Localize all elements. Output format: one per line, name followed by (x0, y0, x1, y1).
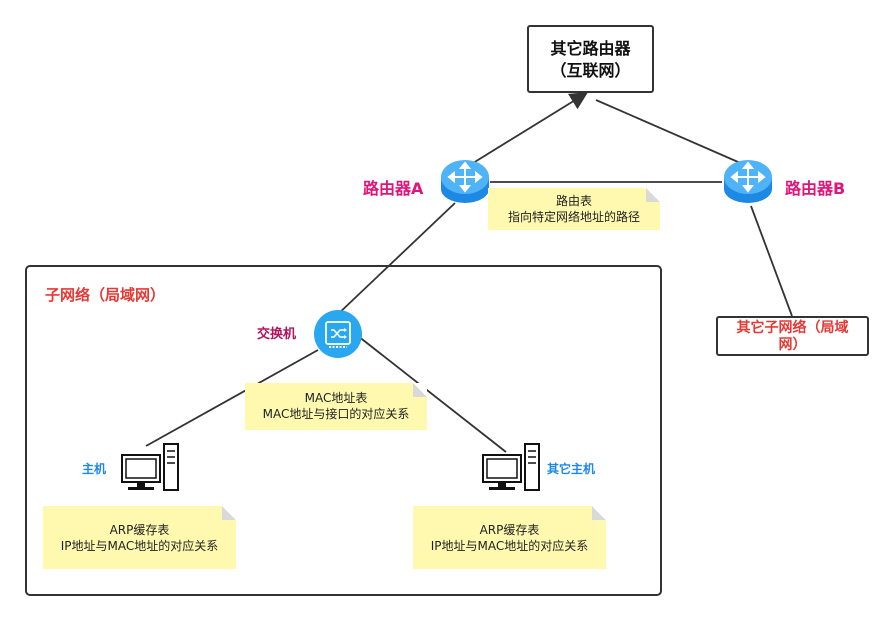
internet-router-subtitle: （互联网） (550, 61, 631, 80)
arp-cache-desc-left: IP地址与MAC地址的对应关系 (60, 539, 219, 553)
link-router-b-to-other-subnet (750, 205, 793, 317)
subnet-label: 子网络（局域网） (45, 286, 166, 304)
mac-table-note: MAC地址表 MAC地址与接口的对应关系 (245, 383, 427, 430)
desktop-computer-icon[interactable] (121, 443, 179, 491)
link-switch-to-host (145, 349, 319, 447)
other-subnet-box[interactable]: 其它子网络（局域 网） (716, 316, 869, 356)
switch-icon[interactable] (314, 310, 362, 358)
arp-cache-desc-right: IP地址与MAC地址的对应关系 (430, 539, 589, 553)
arp-cache-title-left: ARP缓存表 (109, 523, 170, 537)
link-switch-to-other-host (357, 335, 507, 453)
link-router-b-to-internet (595, 99, 746, 166)
subnet-frame (25, 265, 662, 596)
routing-table-desc: 指向特定网络地址的路径 (507, 210, 640, 224)
router-b-label: 路由器B (785, 179, 846, 198)
link-router-a-to-internet (464, 92, 589, 169)
desktop-computer-icon[interactable] (482, 443, 540, 491)
switch-label: 交换机 (257, 327, 297, 342)
routing-table-title: 路由表 (555, 194, 592, 208)
note-fold-icon (222, 506, 236, 520)
mac-table-desc: MAC地址与接口的对应关系 (262, 407, 410, 421)
router-a-label: 路由器A (363, 179, 424, 198)
arp-cache-title-right: ARP缓存表 (479, 523, 540, 537)
arp-cache-note-left: ARP缓存表 IP地址与MAC地址的对应关系 (43, 506, 236, 569)
link-router-a-to-switch (335, 202, 456, 317)
internet-router-title: 其它路由器 (550, 39, 631, 58)
arp-cache-note-right: ARP缓存表 IP地址与MAC地址的对应关系 (413, 506, 606, 569)
other-subnet-line2: 网） (778, 337, 807, 353)
router-a-icon[interactable] (441, 160, 489, 203)
other-host-label: 其它主机 (547, 462, 596, 476)
note-fold-icon (646, 188, 660, 202)
note-fold-icon (413, 383, 427, 397)
other-subnet-line1: 其它子网络（局域 (736, 320, 849, 336)
router-b-icon[interactable] (724, 160, 772, 203)
internet-router-box[interactable]: 其它路由器 （互联网） (527, 25, 654, 93)
routing-table-note: 路由表 指向特定网络地址的路径 (488, 188, 660, 230)
note-fold-icon (592, 506, 606, 520)
host-label: 主机 (82, 462, 107, 476)
mac-table-title: MAC地址表 (304, 391, 368, 405)
